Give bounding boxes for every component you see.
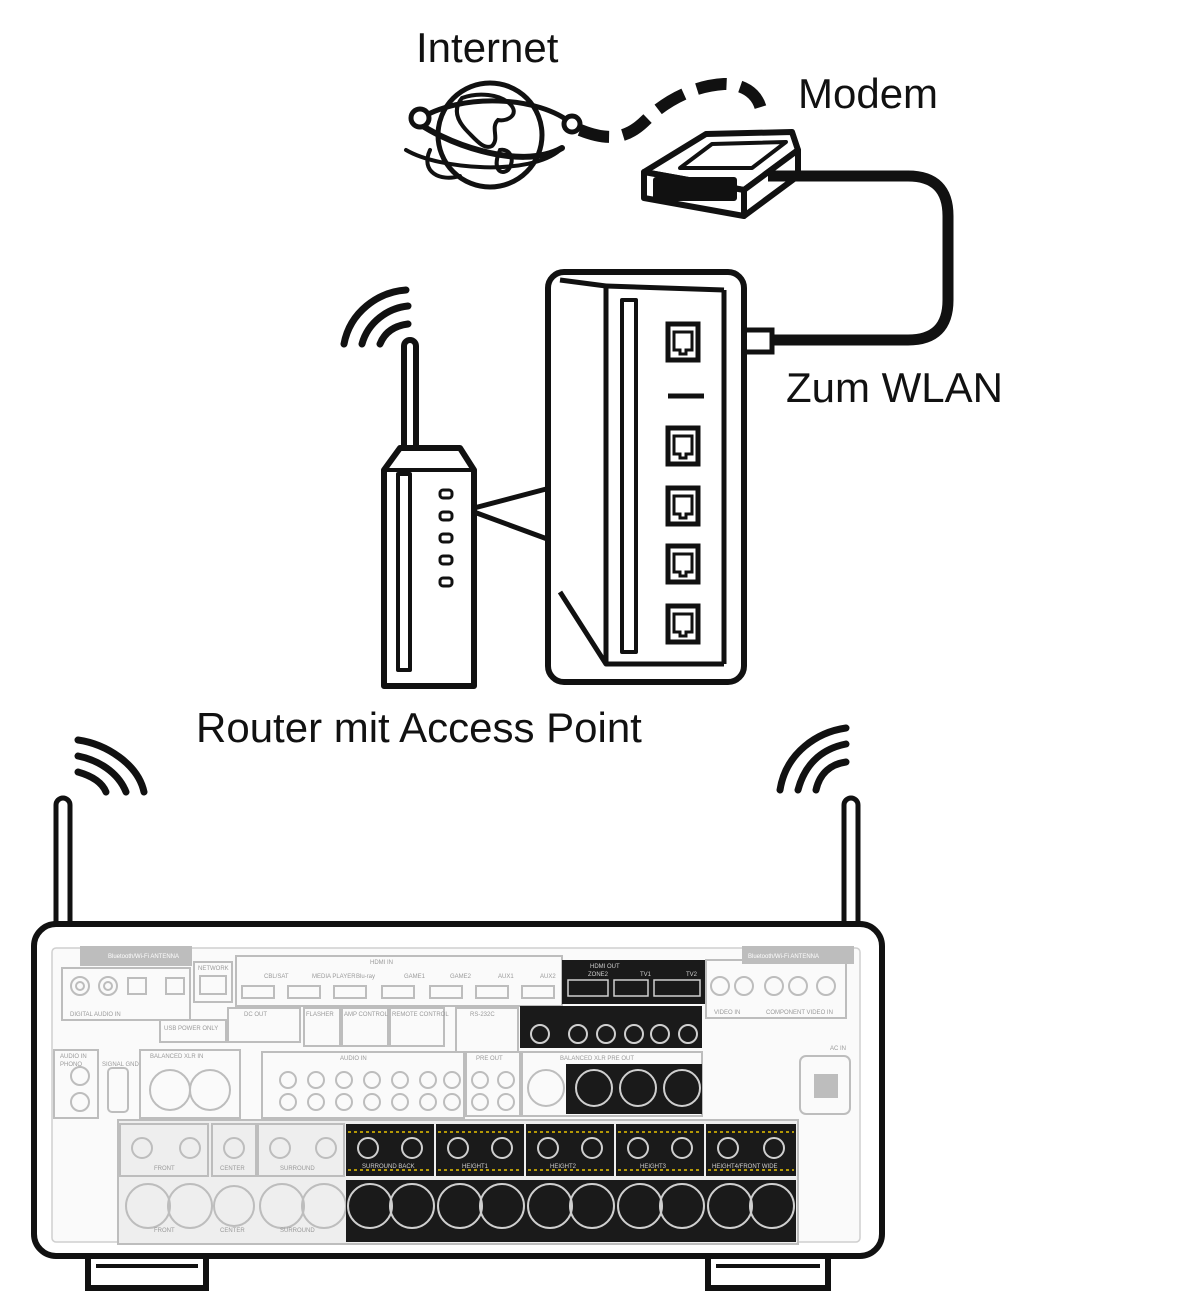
internet-label: Internet <box>416 24 559 71</box>
usb-power-label: USB POWER ONLY <box>164 1026 218 1032</box>
digital-audio-in-label: DIGITAL AUDIO IN <box>70 1012 121 1018</box>
wifi-signal-icon <box>340 286 412 348</box>
wifi-signal-left-icon <box>74 736 148 796</box>
panel-text-label: GAME1 <box>404 974 426 980</box>
speaker-terminal-dark-groups <box>346 1124 796 1242</box>
ethernet-port-lan3-icon <box>665 543 701 585</box>
panel-text-label: CENTER <box>220 1228 245 1234</box>
phono-label: PHONO <box>60 1062 82 1068</box>
component-video-in-label: COMPONENT VIDEO IN <box>766 1010 833 1016</box>
hdmi-out-label: HDMI OUT <box>590 964 620 970</box>
ac-in-label: AC IN <box>830 1046 846 1052</box>
router-detail-callout <box>545 269 747 685</box>
pre-out-label: PRE OUT <box>476 1056 503 1062</box>
panel-text-label: TV2 <box>686 972 698 978</box>
hdmi-out-block <box>562 960 706 1004</box>
digital-audio-in-group <box>61 967 191 1021</box>
audio-in-main-label: AUDIO IN <box>340 1056 367 1062</box>
globe-icon <box>404 80 583 190</box>
dc-out-label: DC OUT <box>244 1012 267 1018</box>
modem-label: Modem <box>798 70 938 117</box>
panel-text-label: SURROUND BACK <box>362 1164 415 1170</box>
ethernet-port-lan2-icon <box>665 485 701 527</box>
balanced-xlr-pre-out-label: BALANCED XLR PRE OUT <box>560 1056 634 1062</box>
panel-text-label: HEIGHT4/FRONT WIDE <box>712 1164 778 1170</box>
panel-text-label: FRONT <box>154 1228 175 1234</box>
video-in-label: VIDEO IN <box>714 1010 740 1016</box>
panel-text-label: AUX2 <box>540 974 556 980</box>
router-label: Router mit Access Point <box>196 704 642 751</box>
wifi-signal-right-icon <box>776 724 850 794</box>
internet-modem-link <box>577 77 768 143</box>
network-port <box>193 961 233 1003</box>
receiver-feet <box>85 1254 831 1291</box>
balanced-xlr-in-label: BALANCED XLR IN <box>150 1054 203 1060</box>
bt-wifi-antenna-left-label: Bluetooth/Wi-Fi ANTENNA <box>108 954 179 960</box>
to-wlan-label: Zum WLAN <box>786 364 1003 411</box>
receiver-back-panel: Bluetooth/Wi-Fi ANTENNA Bluetooth/Wi-Fi … <box>51 946 861 1245</box>
panel-text-label: SURROUND <box>280 1166 315 1172</box>
panel-text-label: AUX1 <box>498 974 514 980</box>
hdmi-in-label: HDMI IN <box>370 960 393 966</box>
hdmi-in-labels: CBL/SAT MEDIA PLAYER Blu-ray GAME1 GAME2… <box>264 974 556 980</box>
signal-gnd-label: SIGNAL GND <box>102 1062 139 1068</box>
panel-text-label: HEIGHT3 <box>640 1164 667 1170</box>
callout-lines <box>473 485 551 543</box>
panel-text-label: HEIGHT2 <box>550 1164 577 1170</box>
rs232c-label: RS-232C <box>470 1012 495 1018</box>
ethernet-port-lan1-icon <box>665 425 701 467</box>
panel-text-label: MEDIA PLAYER <box>312 974 356 980</box>
flasher-label: FLASHER <box>306 1012 334 1018</box>
panel-text-label: TV1 <box>640 972 652 978</box>
bt-wifi-antenna-right-label: Bluetooth/Wi-Fi ANTENNA <box>748 954 819 960</box>
panel-text-label: CENTER <box>220 1166 245 1172</box>
amp-control-label: AMP CONTROL <box>344 1012 389 1018</box>
panel-text-label: GAME2 <box>450 974 472 980</box>
component-video-in-group <box>705 959 847 1019</box>
remote-control-label: REMOTE CONTROL <box>392 1012 449 1018</box>
hdmi-in-ports <box>241 985 555 999</box>
audio-in-left-label: AUDIO IN <box>60 1054 87 1060</box>
panel-text-label: Blu-ray <box>356 974 375 980</box>
panel-text-label: SURROUND <box>280 1228 315 1234</box>
router-icon <box>381 337 477 689</box>
panel-text-label: CBL/SAT <box>264 974 289 980</box>
ac-inlet <box>799 1055 851 1115</box>
panel-text-label: FRONT <box>154 1166 175 1172</box>
ethernet-port-lan4-icon <box>665 603 701 645</box>
panel-text-label: ZONE2 <box>588 972 609 978</box>
network-label: NETWORK <box>198 966 229 972</box>
modem-icon <box>641 129 801 219</box>
ethernet-port-wan-icon <box>665 321 701 363</box>
panel-text-label: HEIGHT1 <box>462 1164 489 1170</box>
modem-router-cable <box>768 170 954 346</box>
